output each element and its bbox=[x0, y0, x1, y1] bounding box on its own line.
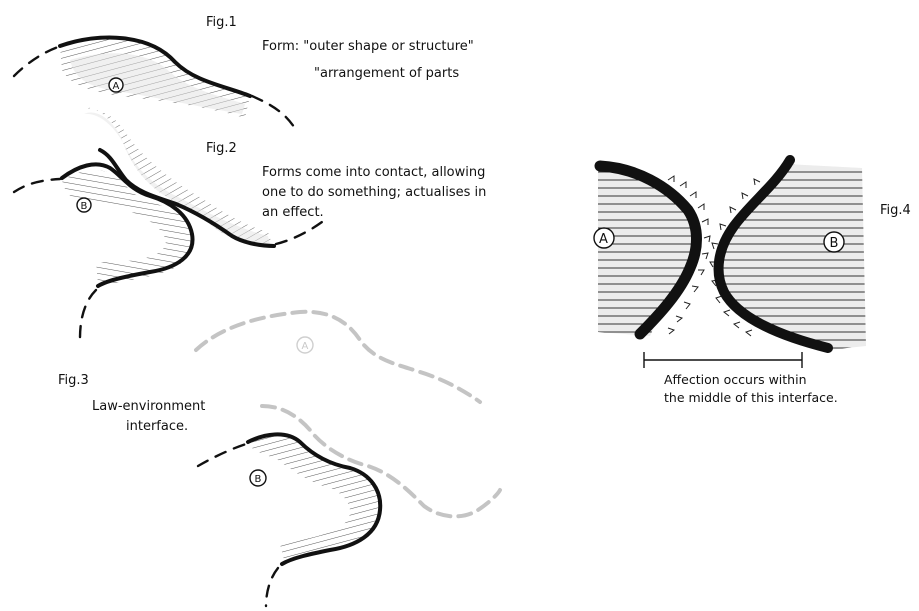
fig1-text-line2: "arrangement of parts bbox=[314, 66, 459, 81]
fig3-bottom-trail bbox=[266, 568, 278, 606]
fig1-form-a-letter: A bbox=[113, 81, 120, 92]
fig3-form-a-faint-edge bbox=[196, 312, 480, 402]
fig1-right-trail bbox=[252, 96, 296, 130]
fig3-form-a-letter: A bbox=[302, 341, 309, 352]
fig4-interface-bracket bbox=[644, 352, 802, 368]
fig4-caption-line2: the middle of this interface. bbox=[664, 390, 838, 405]
fig1-label: Fig.1 bbox=[206, 15, 237, 30]
fig4-caption-line1: Affection occurs within bbox=[664, 372, 807, 387]
fig4-form-a-letter: A bbox=[599, 232, 608, 247]
fig1-left-trail bbox=[14, 47, 58, 76]
fig2-text-line1: Forms come into contact, allowing bbox=[262, 165, 485, 180]
fig2-bottom-trail bbox=[80, 290, 96, 338]
fig3-diagram: A B Fig.3 Law-environment interface. bbox=[58, 312, 500, 606]
fig2-text-line2: one to do something; actualises in bbox=[262, 185, 486, 200]
fig2-label: Fig.2 bbox=[206, 141, 237, 156]
fig3-label: Fig.3 bbox=[58, 373, 89, 388]
fig3-left-trail bbox=[198, 444, 246, 466]
fig3-text-line2: interface. bbox=[126, 419, 188, 434]
fig2-right-trail bbox=[276, 222, 322, 244]
fig1-diagram: A Fig.1 Form: "outer shape or structure"… bbox=[14, 15, 474, 130]
fig2-text-line3: an effect. bbox=[262, 205, 324, 220]
fig4-diagram: A B Fig.4 Affection occurs within the mi… bbox=[594, 160, 911, 405]
fig3-form-b-letter: B bbox=[255, 474, 262, 485]
fig4-label: Fig.4 bbox=[880, 203, 911, 218]
fig3-text-line1: Law-environment bbox=[92, 399, 205, 414]
fig2-left-trail bbox=[14, 179, 60, 192]
fig2-form-b-letter: B bbox=[81, 201, 88, 212]
fig1-text-line1: Form: "outer shape or structure" bbox=[262, 39, 474, 54]
fig2-diagram: B Fig.2 Forms come into contact, allowin… bbox=[14, 107, 486, 338]
fig4-form-b-letter: B bbox=[830, 236, 839, 251]
